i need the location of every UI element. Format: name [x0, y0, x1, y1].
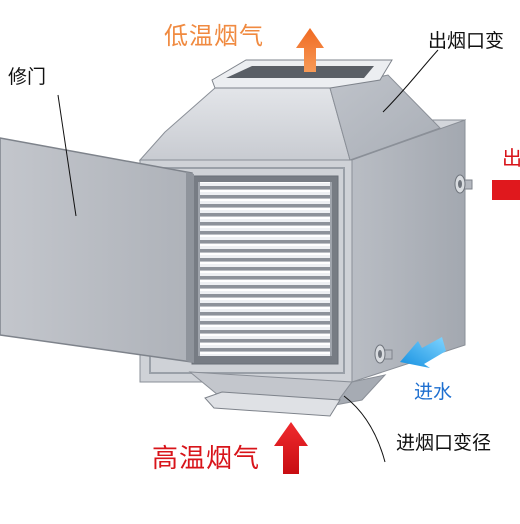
pipe-nozzles — [374, 174, 473, 364]
access-door — [0, 137, 194, 363]
flue-out-arrow — [492, 180, 520, 200]
tube-rows — [199, 182, 331, 356]
leader-lines — [57, 49, 439, 463]
leader-outlet-reducer — [382, 49, 439, 113]
low-temp-gas-arrow — [296, 28, 324, 72]
door-panel — [0, 137, 193, 363]
outlet-reducer — [138, 59, 441, 161]
low-temp-flue-gas-label: 低温烟气 — [164, 22, 264, 50]
outlet-nozzle — [454, 174, 473, 194]
water-inlet-nozzle — [374, 344, 393, 364]
leader-inlet-reducer — [343, 395, 386, 463]
door-edge — [186, 172, 194, 363]
access-door-label: 修门 — [8, 66, 47, 88]
inlet-reducer — [188, 371, 387, 417]
inlet-flange — [204, 391, 341, 417]
flue-out-label: 出 — [502, 146, 520, 170]
outlet-hole — [226, 66, 374, 78]
leader-access-door — [57, 94, 77, 217]
water-in-arrow — [400, 337, 446, 368]
outlet-reducer-label: 出烟口变 — [428, 30, 505, 52]
inlet-reducer-label: 进烟口变径 — [396, 432, 492, 454]
casing-right-side — [351, 119, 466, 383]
flow-arrows — [274, 28, 520, 474]
water-in-label: 进水 — [414, 381, 453, 403]
high-temp-gas-arrow — [274, 422, 308, 474]
high-temp-flue-gas-label: 高温烟气 — [152, 444, 261, 474]
tube-bundle — [191, 175, 339, 365]
inlet-hood-right — [333, 374, 387, 406]
hood-front — [138, 87, 351, 161]
